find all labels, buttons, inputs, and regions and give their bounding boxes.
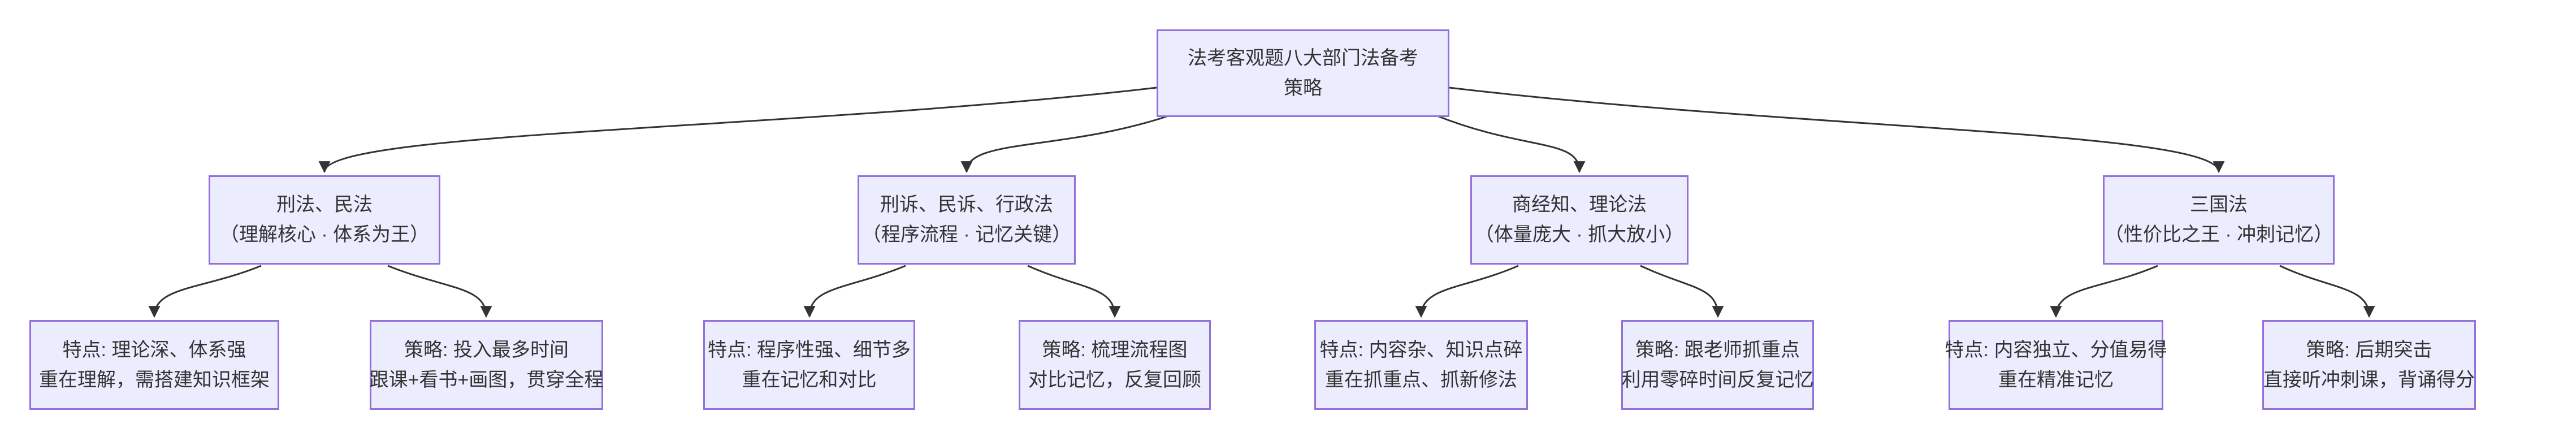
- leaf-line2: 跟课+看书+画图，贯穿全程: [369, 369, 604, 391]
- branch-node-procedure-admin: 刑诉、民诉、行政法 （程序流程 · 记忆关键）: [858, 175, 1076, 265]
- edge-branch-0-to-feature: [148, 265, 262, 318]
- leaf-line2: 利用零碎时间反复记忆: [1621, 369, 1814, 391]
- leaf-line2: 重在理解，需搭建知识框架: [39, 369, 270, 391]
- leaf-line1: 特点: 内容独立、分值易得: [1945, 339, 2167, 361]
- edge-root-to-branch-0: [318, 87, 1157, 174]
- edge-branch-2-to-strategy: [1640, 265, 1724, 318]
- leaf-line2: 对比记忆，反复回顾: [1028, 369, 1201, 391]
- edge-branch-3-to-feature: [2050, 265, 2158, 318]
- leaf-node-feature-1: 特点: 程序性强、细节多 重在记忆和对比: [703, 320, 915, 410]
- leaf-node-strategy-2: 策略: 跟老师抓重点 利用零碎时间反复记忆: [1621, 320, 1814, 410]
- edge-root-to-branch-2: [1435, 114, 1586, 174]
- leaf-line1: 策略: 梳理流程图: [1042, 339, 1188, 361]
- branch-title: 刑法、民法: [276, 194, 373, 215]
- leaf-line2: 重在记忆和对比: [742, 369, 877, 391]
- leaf-line2: 重在抓重点、抓新修法: [1325, 369, 1517, 391]
- edge-branch-3-to-strategy: [2279, 265, 2375, 318]
- branch-subtitle: （程序流程 · 记忆关键）: [861, 224, 1072, 245]
- edge-root-to-branch-1: [960, 114, 1171, 174]
- edge-branch-2-to-feature: [1415, 265, 1519, 318]
- leaf-line1: 特点: 内容杂、知识点碎: [1319, 339, 1523, 361]
- edge-root-to-branch-3: [1449, 87, 2225, 174]
- branch-node-commercial-theory: 商经知、理论法 （体量庞大 · 抓大放小）: [1470, 175, 1689, 265]
- leaf-node-feature-0: 特点: 理论深、体系强 重在理解，需搭建知识框架: [29, 320, 279, 410]
- leaf-line1: 特点: 程序性强、细节多: [708, 339, 911, 361]
- branch-subtitle: （性价比之王 · 冲刺记忆）: [2104, 224, 2333, 245]
- leaf-line1: 策略: 投入最多时间: [404, 339, 569, 361]
- edge-branch-0-to-strategy: [387, 265, 492, 318]
- leaf-line2: 重在精准记忆: [1998, 369, 2114, 391]
- branch-subtitle: （体量庞大 · 抓大放小）: [1474, 224, 1685, 245]
- branch-node-three-international-laws: 三国法 （性价比之王 · 冲刺记忆）: [2103, 175, 2335, 265]
- leaf-node-strategy-1: 策略: 梳理流程图 对比记忆，反复回顾: [1019, 320, 1211, 410]
- leaf-node-feature-3: 特点: 内容独立、分值易得 重在精准记忆: [1945, 320, 2167, 410]
- leaf-line1: 特点: 理论深、体系强: [62, 339, 246, 361]
- branch-title: 商经知、理论法: [1512, 194, 1647, 215]
- leaf-line1: 策略: 跟老师抓重点: [1635, 339, 1800, 361]
- branch-title: 三国法: [2190, 194, 2248, 215]
- root-node-line1: 法考客观题八大部门法备考: [1188, 47, 1418, 69]
- leaf-node-feature-2: 特点: 内容杂、知识点碎 重在抓重点、抓新修法: [1314, 320, 1528, 410]
- branch-subtitle: （理解核心 · 体系为王）: [219, 224, 430, 245]
- leaf-node-strategy-0: 策略: 投入最多时间 跟课+看书+画图，贯穿全程: [370, 320, 603, 410]
- leaf-node-strategy-3: 策略: 后期突击 直接听冲刺课，背诵得分: [2262, 320, 2476, 410]
- root-node-line2: 策略: [1284, 77, 1322, 99]
- edge-branch-1-to-strategy: [1027, 265, 1121, 318]
- root-node: 法考客观题八大部门法备考 策略: [1157, 29, 1449, 117]
- branch-title: 刑诉、民诉、行政法: [880, 194, 1053, 215]
- leaf-line1: 策略: 后期突击: [2306, 339, 2432, 361]
- edge-branch-1-to-feature: [803, 265, 906, 318]
- leaf-line2: 直接听冲刺课，背诵得分: [2263, 369, 2475, 391]
- branch-node-criminal-civil: 刑法、民法 （理解核心 · 体系为王）: [209, 175, 440, 265]
